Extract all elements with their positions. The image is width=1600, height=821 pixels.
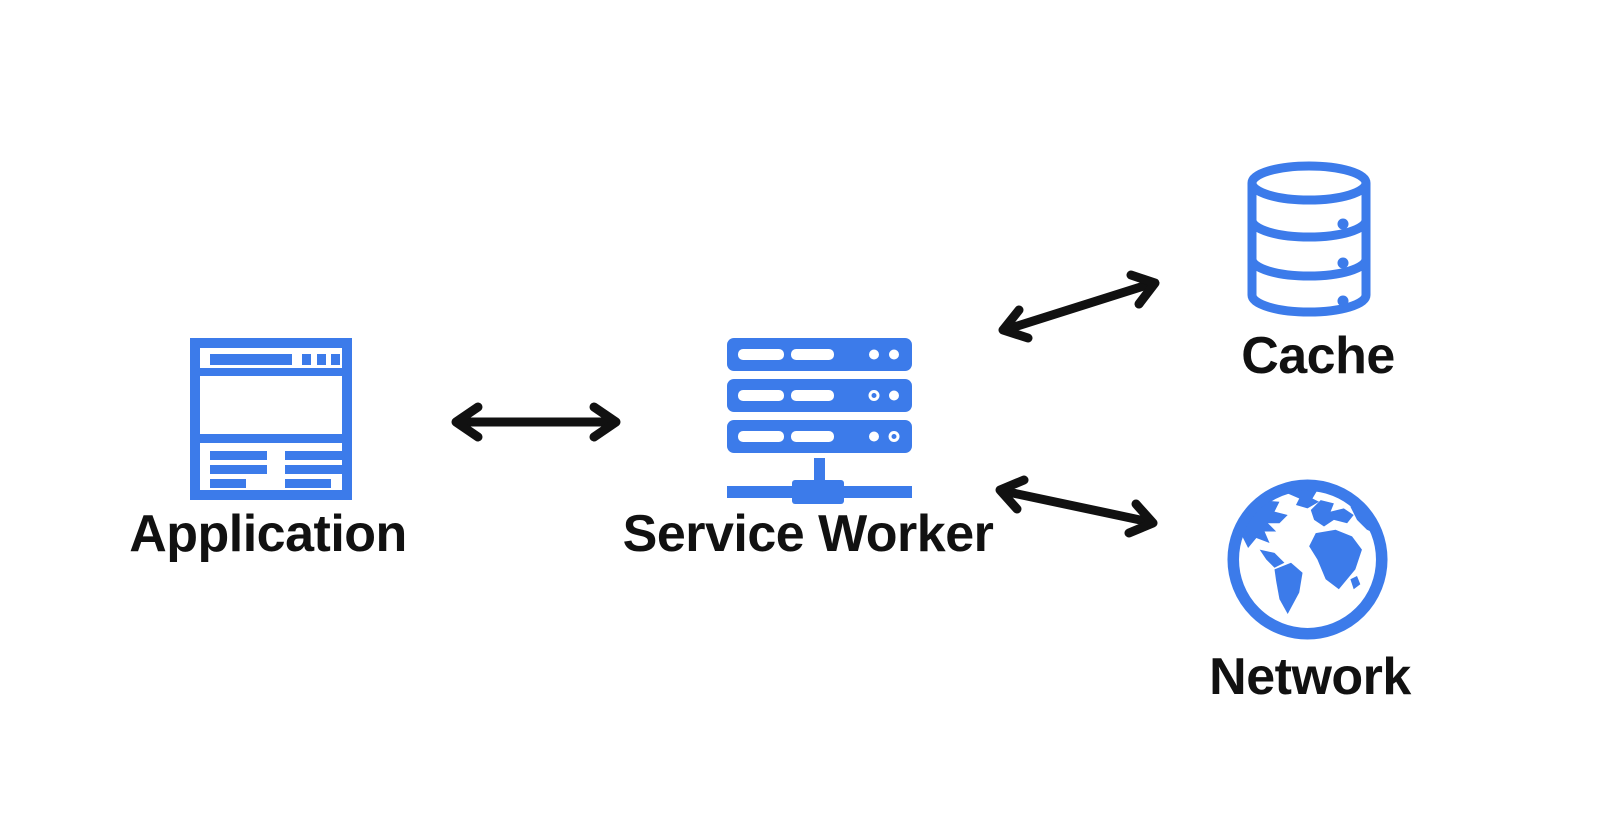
database-cylinder-icon — [1247, 161, 1371, 317]
globe-icon — [1227, 479, 1388, 640]
cache-label: Cache — [1241, 327, 1395, 385]
browser-window-icon — [190, 338, 352, 500]
application-label: Application — [129, 505, 407, 563]
server-rack-icon — [727, 338, 912, 504]
arrow-application-service-worker — [451, 402, 621, 442]
arrow-service-worker-cache — [998, 270, 1160, 343]
network-label: Network — [1209, 648, 1411, 706]
service-worker-label: Service Worker — [622, 505, 994, 563]
arrow-service-worker-network — [995, 475, 1158, 538]
